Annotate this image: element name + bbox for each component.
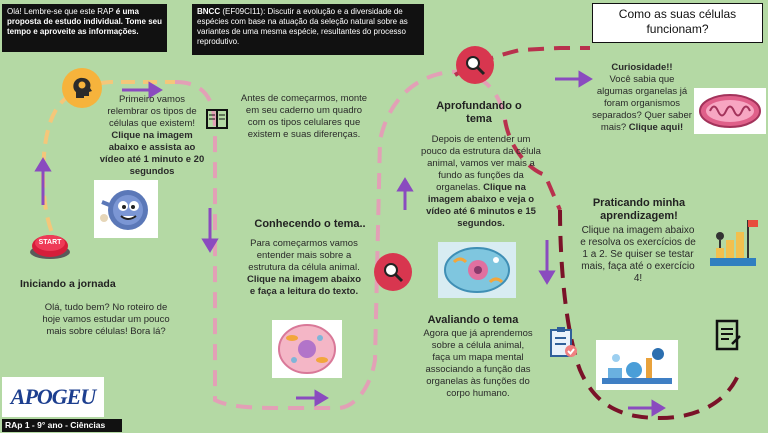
step-deepening-text: Depois de entender um pouco da estrutura… [420,134,542,230]
curiosity-heading: Curiosidade!! [611,62,673,73]
step-deepening-bold: Clique na imagem abaixo e veja o vídeo a… [426,182,536,229]
step-knowing-heading: Conhecendo o tema.. [254,218,366,230]
step-notebook-text: Antes de começarmos, monte em seu cadern… [240,93,368,140]
mitochondria-image[interactable] [694,88,766,134]
exercises-image[interactable] [596,340,678,390]
step-first-text: Primeiro vamos relembrar os tipos de cél… [98,94,206,178]
magnifier-icon-bottom [374,253,412,291]
curiosity-link[interactable]: Clique aqui! [628,122,684,133]
cell-types-video-image[interactable] [94,180,158,238]
intro-text-plain: Olá! Lembre-se que este RAP [7,7,116,16]
magnifier-icon-top [456,46,494,84]
start-button[interactable]: START [28,230,72,260]
page-title: Como as suas células funcionam? [592,3,763,43]
curiosity-text: Curiosidade!! Você sabia que algumas org… [592,62,692,134]
apogeu-logo-text: APOGEU [10,384,96,409]
book-icon [204,106,230,132]
bncc-text: (EF09CI11): Discutir a evolução e a dive… [197,7,408,46]
page-title-text: Como as suas células funcionam? [618,7,737,36]
step-start-body: Olá, tudo bem? No roteiro de hoje vamos … [42,302,170,337]
step-first-body: Primeiro vamos relembrar os tipos de cél… [107,94,197,129]
step-knowing-text: Para começarmos vamos entender mais sobr… [245,238,363,298]
step-evaluating-heading: Avaliando o tema [427,314,519,326]
intro-text-bold: é uma proposta de estudo individual. Tom… [7,7,162,36]
bncc-box: BNCC (EF09CI11): Discutir a evolução e a… [192,4,424,55]
idea-head-icon [62,68,102,108]
bncc-code: BNCC [197,7,221,16]
practice-heading: Praticando minha aprendizagem! [592,197,686,222]
practice-body: Clique na imagem abaixo e resolva os exe… [580,225,696,284]
footer-label: RAp 1 - 9° ano - Ciências [2,419,122,432]
organelles-video-image[interactable] [438,242,516,298]
step-evaluating-body: Agora que já aprendemos sobre a célula a… [423,328,533,399]
checklist-icon [548,326,578,358]
document-icon [714,318,742,354]
step-first-bold: Clique na imagem abaixo e assista ao víd… [99,130,205,177]
intro-box: Olá! Lembre-se que este RAP é uma propos… [2,4,167,52]
step-knowing-body: Para começarmos vamos entender mais sobr… [248,238,360,273]
goal-figure-icon [706,214,760,272]
step-knowing-bold: Clique na imagem abaixo e faça a leitura… [246,274,362,297]
step-deepening-body: Depois de entender um pouco da estrutura… [421,134,541,193]
start-button-label: START [38,239,62,246]
animal-cell-text-image[interactable] [272,320,342,378]
step-deepening-heading: Aprofundando o tema [436,100,522,125]
apogeu-logo: APOGEU [2,377,104,417]
step-start-heading: Iniciando a jornada [20,278,116,290]
curiosity-body: Você sabia que algumas organelas já fora… [592,74,692,133]
